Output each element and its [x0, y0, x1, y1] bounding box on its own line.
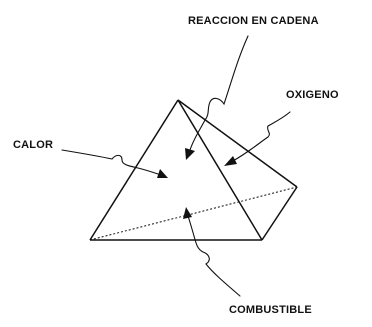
heat-label: CALOR: [13, 139, 53, 151]
tetrahedron-back-right-edge: [261, 186, 298, 241]
oxygen-arrow: [224, 111, 291, 166]
tetrahedron-front-edge: [177, 99, 263, 241]
fuel-label: COMBUSTIBLE: [229, 304, 312, 316]
fuel-arrow: [183, 207, 241, 297]
tetrahedron-hidden-edge: [89, 186, 298, 241]
heat-arrow: [61, 149, 168, 178]
tetrahedron-left-edge: [89, 99, 179, 241]
oxygen-label: OXIGENO: [286, 89, 339, 101]
tetrahedron-back-top-edge: [177, 99, 298, 188]
tetrahedron: [89, 99, 298, 241]
chain-reaction-arrow: [185, 35, 249, 160]
chain-reaction-label: REACCION EN CADENA: [188, 15, 319, 27]
